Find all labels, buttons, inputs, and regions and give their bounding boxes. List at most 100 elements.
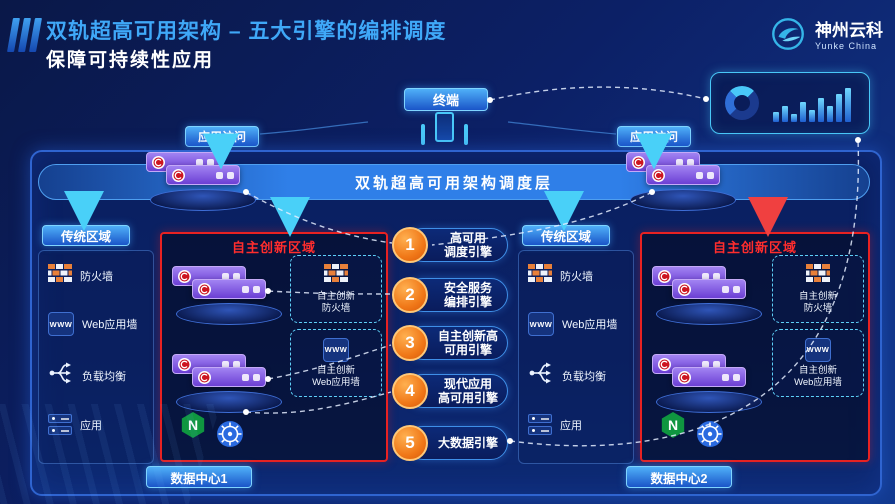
engine-modern-app-ha: 4 现代应用 高可用引擎 bbox=[392, 372, 508, 410]
innovation-firewall-box: 自主创新 防火墙 bbox=[290, 255, 382, 323]
server-stack-icon bbox=[528, 414, 552, 435]
item-label: 应用 bbox=[560, 419, 582, 432]
platform-disc bbox=[176, 303, 282, 325]
access-label-right: 应用访问 bbox=[617, 126, 691, 147]
title-bars-icon bbox=[7, 18, 42, 52]
red-swirl-logo-icon bbox=[658, 269, 671, 283]
brick-wall-icon bbox=[324, 263, 348, 288]
red-swirl-logo-icon bbox=[678, 370, 691, 384]
appliance-stack bbox=[172, 354, 284, 414]
server-appliance bbox=[192, 279, 266, 299]
server-stack-icon bbox=[48, 414, 72, 435]
appliance-stack bbox=[652, 266, 764, 326]
phone-icon bbox=[434, 112, 454, 142]
donut-chart-icon bbox=[725, 86, 759, 120]
red-swirl-logo-icon bbox=[652, 168, 665, 182]
innovation-zone-label: 自主创新区域 bbox=[231, 240, 316, 255]
appliance-stack bbox=[652, 354, 764, 414]
red-swirl-logo-icon bbox=[152, 155, 165, 169]
red-swirl-logo-icon bbox=[198, 370, 211, 384]
engine-label: 大数据引擎 bbox=[437, 435, 498, 450]
red-swirl-logo-icon bbox=[172, 168, 185, 182]
page-subtitle: 保障可持续性应用 bbox=[46, 50, 215, 71]
yunke-logo-icon bbox=[769, 15, 807, 58]
firewall-item: 防火墙 bbox=[48, 264, 113, 288]
engine-number-badge: 3 bbox=[392, 325, 428, 361]
kubernetes-icon bbox=[696, 420, 724, 448]
bar-chart-icon bbox=[773, 84, 851, 122]
red-swirl-logo-icon bbox=[198, 282, 211, 296]
innovation-firewall-label: 自主创新 防火墙 bbox=[316, 290, 355, 314]
brand-name: 神州云科 bbox=[815, 21, 883, 41]
red-swirl-logo-icon bbox=[178, 269, 191, 283]
nginx-icon: N bbox=[181, 412, 205, 438]
innovation-waf-box: WWW 自主创新 Web应用墙 bbox=[290, 329, 382, 397]
www-icon: WWW bbox=[323, 337, 349, 362]
platform-disc bbox=[656, 303, 762, 325]
laptop-icon bbox=[463, 124, 468, 145]
engine-label: 现代应用 高可用引擎 bbox=[437, 376, 498, 405]
firewall-item: 防火墙 bbox=[528, 264, 593, 288]
kubernetes-icon bbox=[216, 420, 244, 448]
item-label: 防火墙 bbox=[80, 271, 113, 283]
innovation-zone-label: 自主创新区域 bbox=[712, 240, 797, 255]
platform-disc bbox=[150, 189, 256, 211]
application-item: 应用 bbox=[528, 414, 582, 435]
brick-wall-icon bbox=[48, 264, 72, 288]
www-icon: WWW bbox=[805, 337, 831, 362]
traditional-zone-label: 传统区域 bbox=[42, 225, 130, 246]
server-appliance bbox=[672, 367, 746, 387]
page-title: 双轨超高可用架构 – 五大引擎的编排调度 bbox=[46, 20, 447, 43]
engine-label: 安全服务 编排引擎 bbox=[443, 280, 492, 309]
innovation-firewall-box: 自主创新 防火墙 bbox=[772, 255, 864, 323]
innovation-waf-label: 自主创新 Web应用墙 bbox=[794, 364, 842, 388]
engine-number-badge: 1 bbox=[392, 227, 428, 263]
laptop-icon bbox=[420, 124, 425, 145]
engine-security-orchestration: 2 安全服务 编排引擎 bbox=[392, 276, 508, 314]
application-item: 应用 bbox=[48, 414, 102, 435]
engine-label: 自主创新高 可用引擎 bbox=[437, 328, 498, 357]
www-icon: WWW bbox=[48, 312, 74, 336]
terminal-label: 终端 bbox=[404, 88, 488, 111]
www-icon: WWW bbox=[528, 312, 554, 336]
engine-number-badge: 4 bbox=[392, 373, 428, 409]
server-appliance bbox=[672, 279, 746, 299]
red-swirl-logo-icon bbox=[178, 357, 191, 371]
platform-disc bbox=[176, 391, 282, 413]
item-label: Web应用墙 bbox=[82, 319, 138, 331]
waf-item: WWW Web应用墙 bbox=[528, 312, 617, 336]
load-balancer-item: 负载均衡 bbox=[528, 360, 606, 391]
engine-label: 高可用 调度引擎 bbox=[443, 230, 492, 259]
branch-arrows-icon bbox=[48, 360, 74, 391]
red-swirl-logo-icon bbox=[678, 282, 691, 296]
datacenter1-label: 数据中心1 bbox=[146, 466, 252, 488]
platform-disc bbox=[630, 189, 736, 211]
appliance-stack bbox=[626, 152, 738, 212]
item-label: 防火墙 bbox=[560, 271, 593, 283]
brand-logo: 神州云科 Yunke China bbox=[769, 15, 883, 58]
red-swirl-logo-icon bbox=[658, 357, 671, 371]
engine-number-badge: 2 bbox=[392, 277, 428, 313]
server-appliance bbox=[166, 165, 240, 185]
server-appliance bbox=[172, 266, 246, 286]
brick-wall-icon bbox=[528, 264, 552, 288]
datacenter2-label: 数据中心2 bbox=[626, 466, 732, 488]
item-label: 应用 bbox=[80, 419, 102, 432]
item-label: 负载均衡 bbox=[82, 370, 126, 383]
appliance-stack bbox=[146, 152, 258, 212]
dashboard-panel bbox=[710, 72, 870, 134]
item-label: 负载均衡 bbox=[562, 370, 606, 383]
terminal-devices bbox=[366, 110, 522, 145]
engine-number-badge: 5 bbox=[392, 425, 428, 461]
load-balancer-item: 负载均衡 bbox=[48, 360, 126, 391]
platform-disc bbox=[656, 391, 762, 413]
engine-bigdata: 5 大数据引擎 bbox=[392, 424, 508, 462]
traditional-zone-label: 传统区域 bbox=[522, 225, 610, 246]
brand-name-en: Yunke China bbox=[815, 40, 878, 51]
innovation-firewall-label: 自主创新 防火墙 bbox=[798, 290, 837, 314]
branch-arrows-icon bbox=[528, 360, 554, 391]
innovation-waf-label: 自主创新 Web应用墙 bbox=[312, 364, 360, 388]
server-appliance bbox=[646, 165, 720, 185]
appliance-stack bbox=[172, 266, 284, 326]
